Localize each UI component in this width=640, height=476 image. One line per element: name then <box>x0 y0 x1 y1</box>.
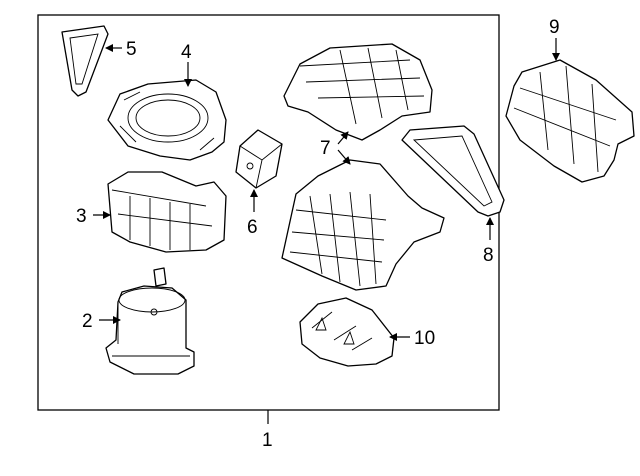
part-2-blower-motor <box>105 285 195 375</box>
callout-3-number: 3 <box>76 206 87 227</box>
part-5-gasket <box>61 25 109 97</box>
callout-4-number: 4 <box>181 42 192 63</box>
callout-4: 4 <box>181 42 192 87</box>
part-8-filter-frame <box>401 125 505 217</box>
part-3-scroll-housing <box>107 171 227 287</box>
callout-8: 8 <box>483 217 494 266</box>
callout-6: 6 <box>247 189 258 238</box>
callout-7-number: 7 <box>320 138 331 159</box>
callout-1: 1 <box>262 410 273 451</box>
part-9-duct <box>505 59 635 183</box>
callout-10-number: 10 <box>414 328 435 349</box>
callout-8-number: 8 <box>483 245 494 266</box>
callout-9: 9 <box>549 17 560 61</box>
callout-9-number: 9 <box>549 17 560 38</box>
part-4-housing-cover <box>107 79 227 161</box>
callout-5: 5 <box>105 39 137 60</box>
callout-2: 2 <box>82 311 121 332</box>
part-6-resistor <box>235 129 283 189</box>
callout-6-number: 6 <box>247 217 258 238</box>
part-7-lower-case <box>281 159 445 291</box>
callout-1-number: 1 <box>262 430 273 451</box>
callout-5-number: 5 <box>126 39 137 60</box>
callout-10: 10 <box>389 328 435 349</box>
part-7-upper-case <box>283 43 433 141</box>
callout-7: 7 <box>320 131 351 165</box>
callout-2-number: 2 <box>82 311 93 332</box>
callout-3: 3 <box>76 206 111 227</box>
part-10-lower-cover <box>299 297 395 367</box>
